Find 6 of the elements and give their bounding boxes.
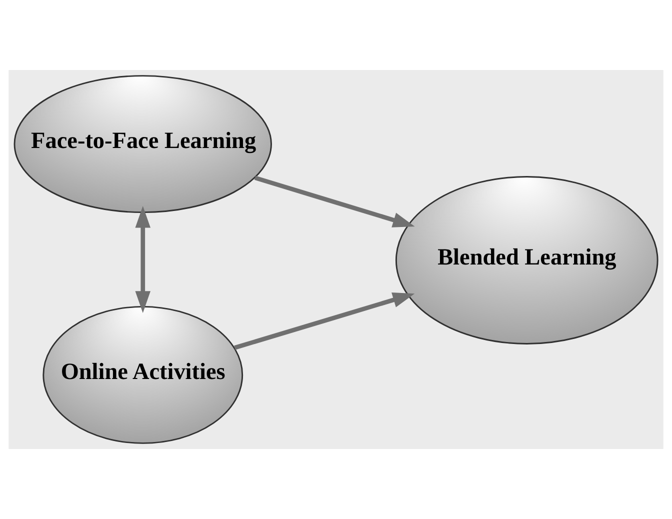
node-ellipse: Online Activities <box>42 306 244 444</box>
node-ellipse: Face-to-Face Learning <box>14 75 272 214</box>
arrow <box>234 292 415 350</box>
node-ellipse: Blended Learning <box>395 176 658 344</box>
arrow <box>135 206 151 313</box>
arrow <box>254 176 415 228</box>
